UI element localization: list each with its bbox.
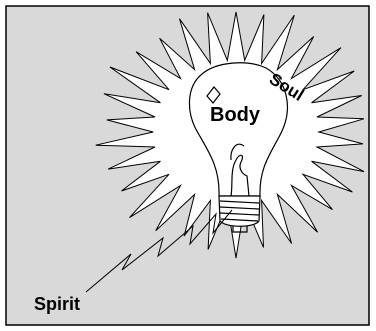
label-spirit: Spirit [34,294,80,314]
bulb-base [219,196,260,226]
label-body: Body [210,104,261,126]
